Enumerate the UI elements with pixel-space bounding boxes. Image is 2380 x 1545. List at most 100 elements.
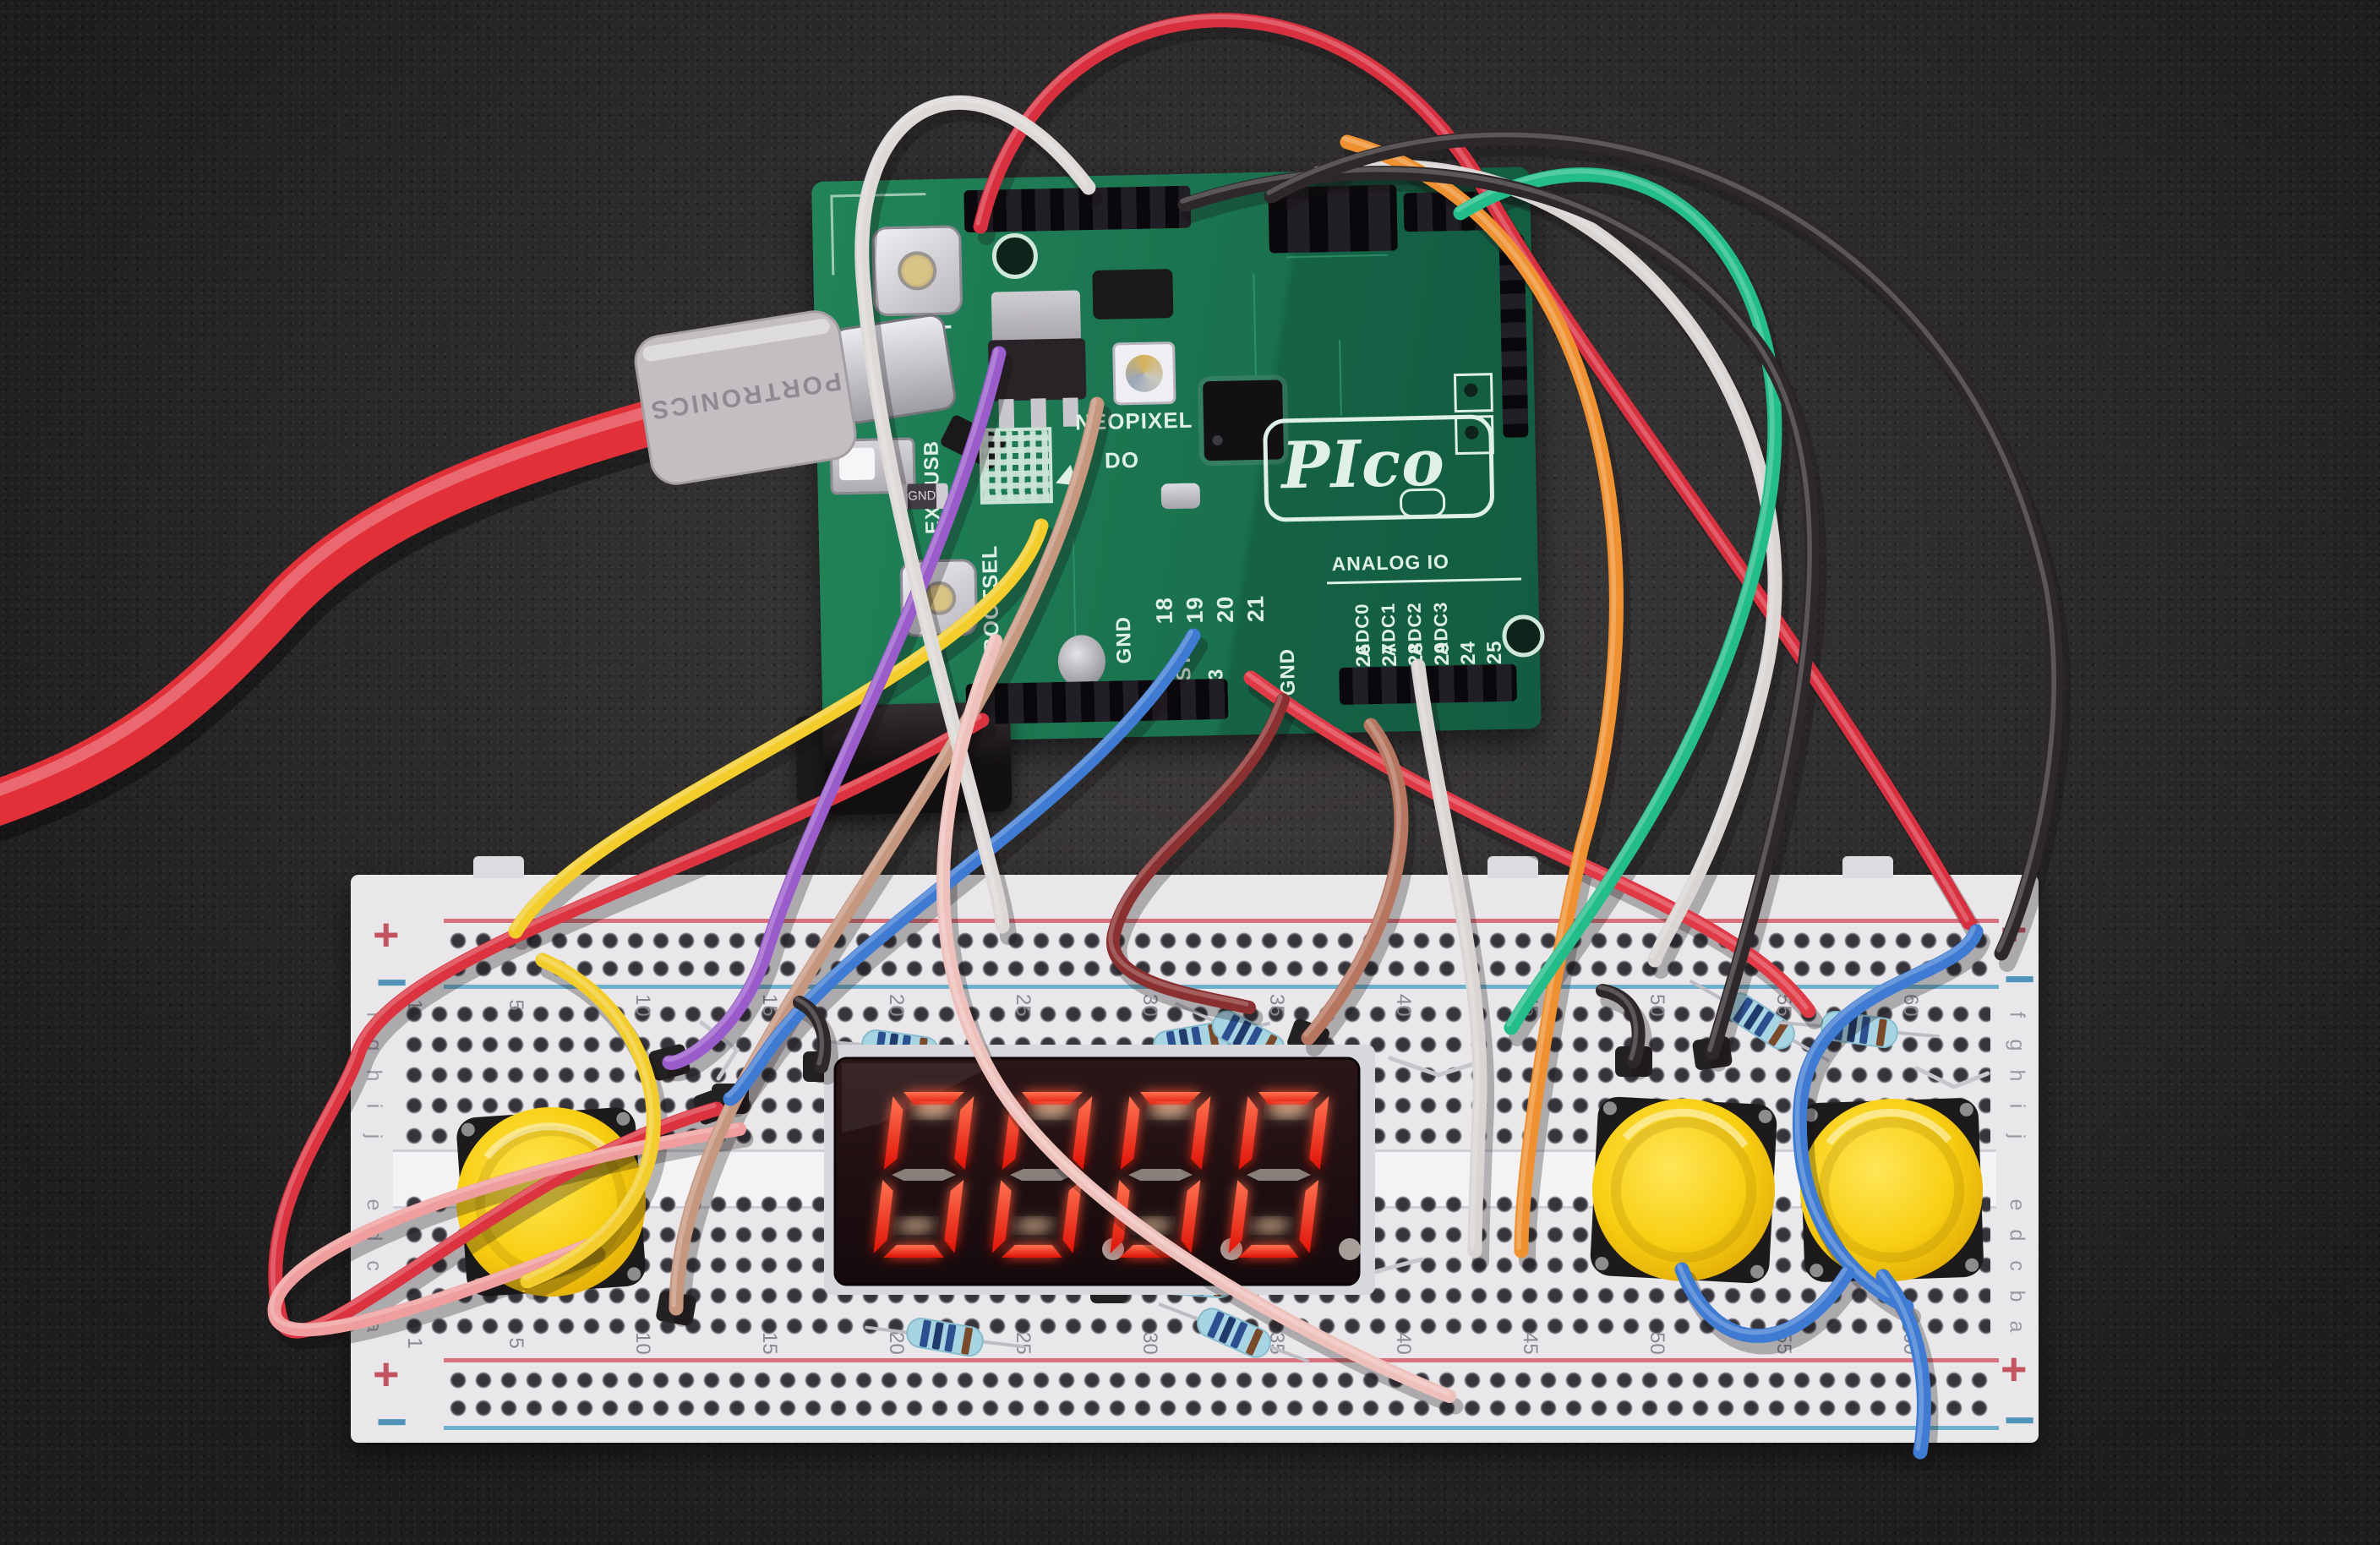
usb-cable — [0, 400, 682, 841]
row-letter: e — [2005, 1198, 2029, 1211]
column-number: 15 — [758, 994, 781, 1017]
minus-sign: − — [2004, 1389, 2036, 1450]
analog-pin-number: 25 — [1482, 640, 1507, 665]
neopixel-led — [1112, 341, 1176, 406]
column-number: 60 — [1899, 994, 1922, 1017]
digital-pin-number: 21 — [1242, 594, 1269, 623]
column-number: 50 — [1646, 994, 1668, 1017]
top-rail-red-line — [444, 919, 1999, 923]
column-number: 25 — [1012, 1332, 1034, 1355]
breadboard-tab — [1488, 856, 1538, 878]
row-letter: j — [362, 1133, 386, 1139]
row-letter: e — [362, 1198, 386, 1211]
arrow-icon — [1056, 464, 1085, 495]
bottom-rail-holes — [445, 1367, 1992, 1422]
bootsel-label: BOOTSEL — [978, 544, 1004, 653]
pin-header-right — [1498, 234, 1529, 438]
mounting-hole — [1501, 614, 1545, 658]
column-number: 45 — [1519, 1332, 1542, 1355]
minus-sign: − — [376, 952, 408, 1013]
analog-pin-number: 28 — [1404, 641, 1428, 667]
qr-code — [979, 427, 1054, 505]
column-number: 1 — [403, 999, 426, 1011]
column-number: 35 — [1265, 994, 1288, 1017]
row-letter: h — [2005, 1069, 2029, 1082]
regulator-pin — [998, 399, 1015, 429]
inductor — [1092, 269, 1174, 320]
breadboard-tab — [1842, 856, 1893, 878]
row-letter: b — [2005, 1290, 2029, 1302]
digital-pin-number: 18 — [1151, 597, 1178, 625]
row-letter: c — [362, 1260, 386, 1271]
top-rail-holes — [445, 927, 1992, 983]
row-letter: f — [2005, 1012, 2029, 1018]
voltage-regulator — [987, 338, 1087, 401]
column-number: 40 — [1392, 1332, 1415, 1355]
gnd-resistor: GND — [895, 483, 949, 510]
row-letter: b — [362, 1290, 386, 1302]
digital-pin-number: 19 — [1182, 596, 1209, 624]
column-number: 20 — [885, 994, 908, 1017]
gnd-label: GND — [1275, 647, 1300, 696]
pin-header-bottom-left — [965, 678, 1229, 725]
top-rail-blue-line — [444, 985, 1999, 989]
column-number: 55 — [1772, 994, 1795, 1017]
column-number: 5 — [505, 999, 527, 1011]
column-number: 30 — [1138, 994, 1161, 1017]
column-number: 60 — [1899, 1332, 1922, 1355]
digital-pin-number: 20 — [1212, 595, 1239, 624]
pin-header-top-right — [1403, 191, 1496, 232]
pcb-trace — [1072, 539, 1077, 650]
row-letter: i — [2005, 1103, 2029, 1109]
analog-pin-number: 29 — [1430, 641, 1455, 666]
pin-header-top-left — [963, 185, 1192, 233]
analog-header — [1339, 663, 1518, 706]
bootsel-button — [899, 559, 979, 637]
row-letter: j — [2005, 1133, 2029, 1139]
row-letter: d — [362, 1229, 386, 1242]
mounting-hole — [991, 232, 1039, 280]
column-number: 1 — [403, 1337, 426, 1349]
grid-holes-top — [403, 999, 1990, 1151]
column-number: 15 — [758, 1332, 781, 1355]
pcb-trace — [1253, 274, 1257, 376]
row-letter: g — [2005, 1039, 2029, 1051]
plus-sign: + — [2001, 1344, 2028, 1395]
column-number: 25 — [1012, 994, 1034, 1017]
crystal — [1160, 483, 1201, 510]
grid-holes-bottom — [403, 1189, 1990, 1341]
bottom-rail-blue-line — [444, 1426, 1999, 1430]
do-label: DO — [1104, 446, 1140, 473]
silk-pad-box — [1453, 373, 1493, 413]
regulator-tab — [991, 290, 1082, 345]
row-letter: a — [362, 1320, 386, 1333]
minus-sign: − — [376, 1391, 408, 1452]
ext-usb-label: EXT USB — [920, 439, 945, 535]
row-letter: h — [362, 1069, 386, 1082]
pcb-trace — [1286, 254, 1388, 259]
row-letter: c — [2005, 1260, 2029, 1271]
analog-pin-number: 24 — [1456, 640, 1481, 666]
usb-c-port — [799, 330, 859, 418]
reset-label: RESET — [863, 320, 953, 351]
column-number: 55 — [1772, 1332, 1795, 1355]
dev-board-pcb: RESET EXT USB GND BOOTSEL NEOPIXEL DO — [795, 167, 1545, 816]
silk-line — [832, 193, 926, 198]
column-number: 5 — [505, 1337, 527, 1349]
row-letter: f — [362, 1012, 386, 1018]
analog-io-label: ANALOG IO — [1331, 550, 1450, 576]
reset-button — [871, 225, 963, 317]
row-letter: d — [2005, 1229, 2029, 1242]
column-number: 35 — [1265, 1332, 1288, 1355]
neopixel-label: NEOPIXEL — [1074, 407, 1193, 435]
silk-line — [1327, 577, 1522, 585]
analog-pin-number: 27 — [1378, 641, 1402, 668]
regulator-pin — [1030, 398, 1047, 428]
column-number: 50 — [1646, 1332, 1668, 1355]
column-number: 45 — [1519, 994, 1542, 1017]
column-number: 40 — [1392, 994, 1415, 1017]
